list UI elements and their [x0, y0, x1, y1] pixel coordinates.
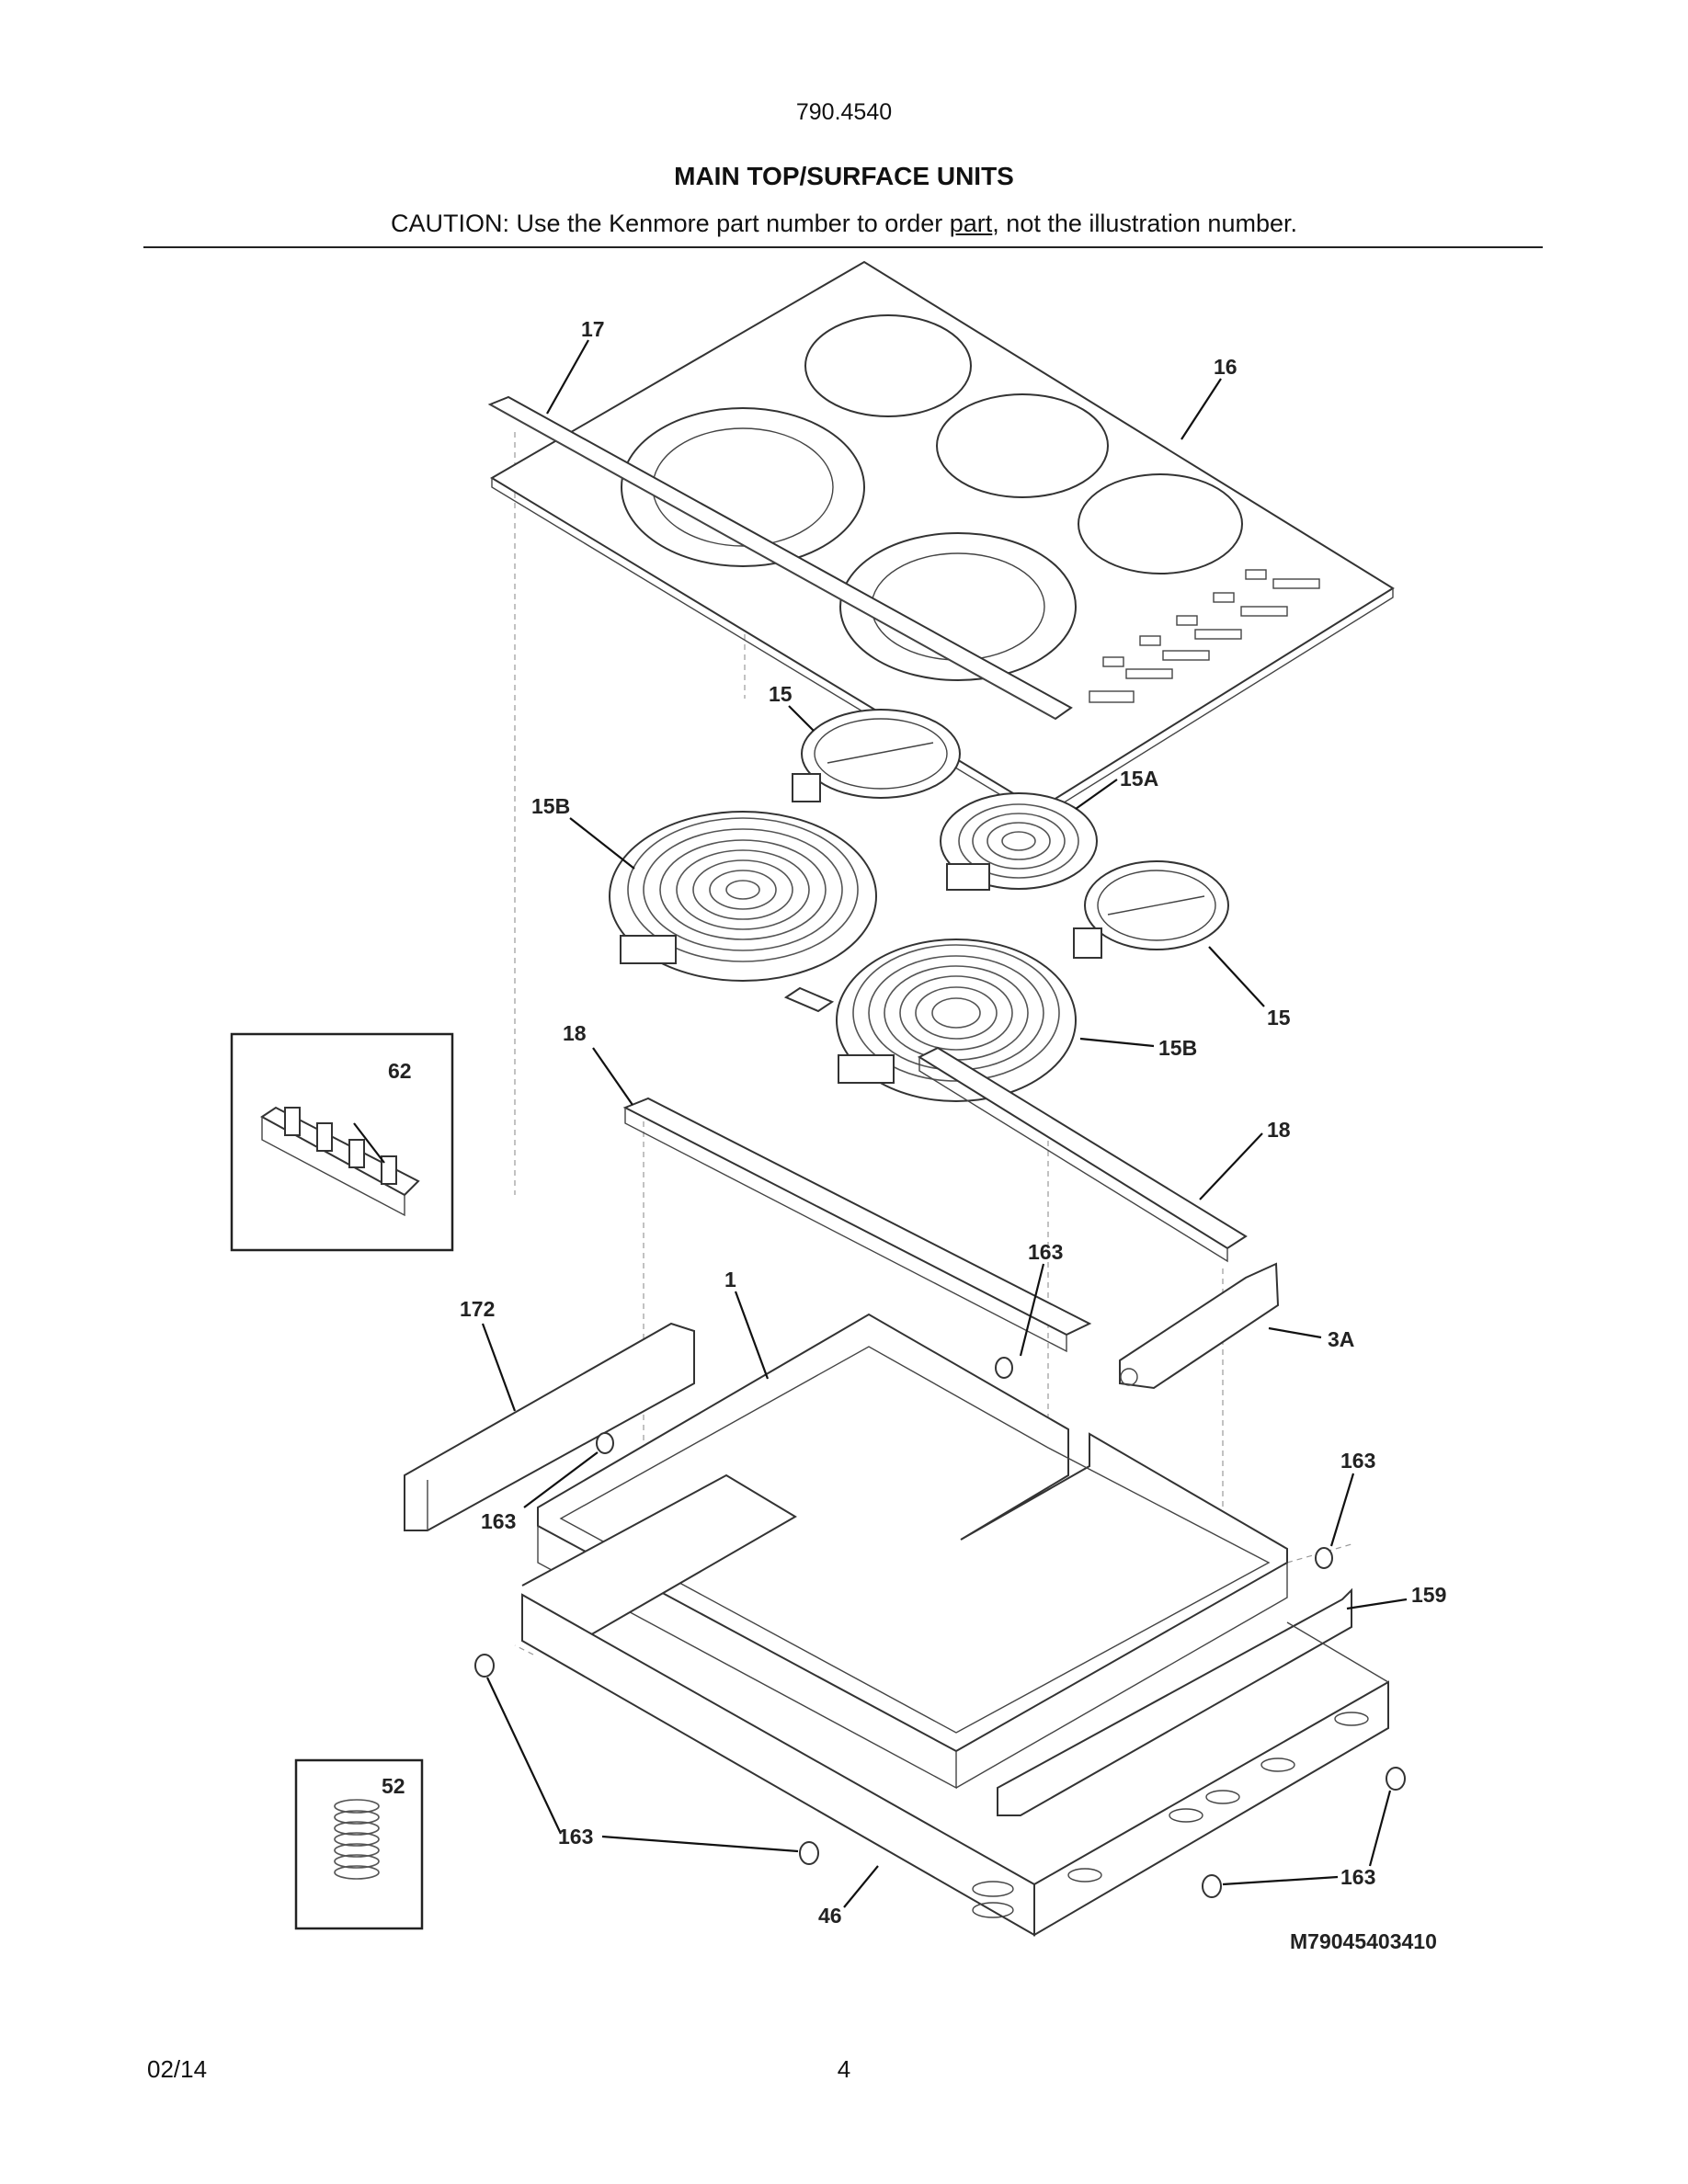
caution-suffix: , not the illustration number.: [992, 210, 1297, 237]
header-rule: [143, 246, 1543, 248]
callout-15-right: 15: [1267, 1006, 1291, 1029]
callout-18-right: 18: [1267, 1118, 1291, 1142]
caution-note: CAUTION: Use the Kenmore part number to …: [0, 210, 1688, 238]
bumpers-part-163: [474, 1357, 1406, 1898]
callout-163-e: 163: [1340, 1865, 1375, 1889]
model-number: 790.4540: [795, 99, 893, 125]
callout-18-left: 18: [563, 1021, 587, 1045]
callout-52: 52: [382, 1774, 405, 1798]
spring-part-52: [334, 1799, 380, 1880]
callout-163-c: 163: [1340, 1449, 1375, 1473]
page-number: 4: [837, 2055, 851, 2083]
callout-16: 16: [1214, 355, 1237, 379]
callout-159: 159: [1411, 1583, 1446, 1607]
trim-strip-part-17: [487, 395, 1073, 721]
callout-leaders: [353, 339, 1408, 1908]
callout-3a: 3A: [1328, 1327, 1354, 1351]
callout-163-a: 163: [1028, 1240, 1063, 1264]
callout-62: 62: [388, 1059, 412, 1083]
surface-element-15-upper: [792, 709, 961, 802]
side-bracket-part-172: [404, 1322, 695, 1531]
control-panel-graphics: [1089, 569, 1320, 703]
surface-element-15-right: [1073, 860, 1229, 959]
section-title: MAIN TOP/SURFACE UNITS: [674, 162, 1014, 190]
callout-15-upper: 15: [769, 682, 793, 706]
inner-tray-part-1: [537, 1313, 1288, 1790]
caution-underlined-word: part: [949, 210, 993, 237]
inset-box-part-62: [230, 1032, 454, 1252]
callout-1: 1: [724, 1268, 736, 1291]
callout-17: 17: [581, 317, 605, 341]
drawing-id: M79045403410: [1290, 1929, 1437, 1953]
callout-46: 46: [818, 1904, 842, 1928]
callout-15b-left: 15B: [531, 794, 570, 818]
surface-element-15b-left: [609, 811, 877, 982]
callout-15a: 15A: [1120, 767, 1158, 791]
callout-163-b: 163: [481, 1509, 516, 1533]
callout-172: 172: [460, 1297, 495, 1321]
callout-15b-right: 15B: [1158, 1036, 1197, 1060]
base-pan-part-46: [521, 1473, 1389, 1937]
footer-date: 02/14: [147, 2055, 208, 2083]
inset-box-part-52: [294, 1758, 424, 1930]
front-panel-part-159: [997, 1587, 1352, 1816]
caution-prefix: CAUTION: Use the Kenmore part number to …: [391, 210, 950, 237]
callout-163-d: 163: [558, 1825, 593, 1848]
support-bracket-18-left: [622, 1097, 1092, 1353]
callout-labels: 17 16 15 15A 15B 15 15B 18 18 62 163 1 1…: [382, 317, 1446, 1953]
support-bracket-18-right: [917, 1046, 1248, 1263]
bracket-part-3a: [1119, 1262, 1280, 1390]
base-pan-vents: [972, 1712, 1369, 1918]
surface-element-15a: [940, 792, 1098, 891]
surface-element-15b-right: [783, 938, 1077, 1102]
